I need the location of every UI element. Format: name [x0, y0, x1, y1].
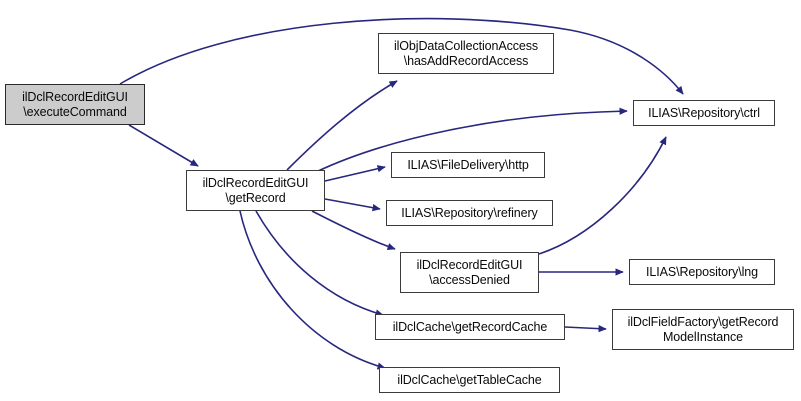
node-getRecordModelInstance[interactable]: ilDclFieldFactory\getRecord ModelInstanc… [612, 309, 794, 350]
node-getRecord[interactable]: ilDclRecordEditGUI \getRecord [186, 170, 325, 211]
edge-getRecord-to-refinery [324, 198, 381, 212]
node-accessDenied[interactable]: ilDclRecordEditGUI \accessDenied [400, 252, 539, 293]
node-executeCommand[interactable]: ilDclRecordEditGUI \executeCommand [5, 84, 145, 125]
edge-getRecord-to-getRecordCache [255, 210, 384, 317]
node-getTableCache[interactable]: ilDclCache\getTableCache [379, 367, 560, 393]
node-refinery[interactable]: ILIAS\Repository\refinery [386, 200, 553, 226]
edge-getRecord-to-getTableCache [239, 210, 386, 370]
node-http[interactable]: ILIAS\FileDelivery\http [391, 152, 545, 178]
edge-getRecord-to-http [324, 165, 386, 182]
node-ctrl[interactable]: ILIAS\Repository\ctrl [633, 100, 775, 126]
edge-getRecord-to-ctrl [315, 107, 628, 173]
edge-accessDenied-to-ctrl [538, 136, 667, 255]
edge-getRecordCache-to-getRecordModelInstance [564, 324, 607, 333]
node-getRecordCache[interactable]: ilDclCache\getRecordCache [375, 314, 565, 340]
edge-executeCommand-to-getRecord [128, 124, 199, 167]
node-lng[interactable]: ILIAS\Repository\lng [629, 259, 775, 285]
edge-executeCommand-to-ctrl [119, 17, 684, 95]
node-hasAddRecordAccess[interactable]: ilObjDataCollectionAccess \hasAddRecordA… [378, 33, 554, 74]
edge-getRecord-to-accessDenied [311, 210, 396, 250]
edge-getRecord-to-hasAddRecordAccess [286, 80, 398, 171]
